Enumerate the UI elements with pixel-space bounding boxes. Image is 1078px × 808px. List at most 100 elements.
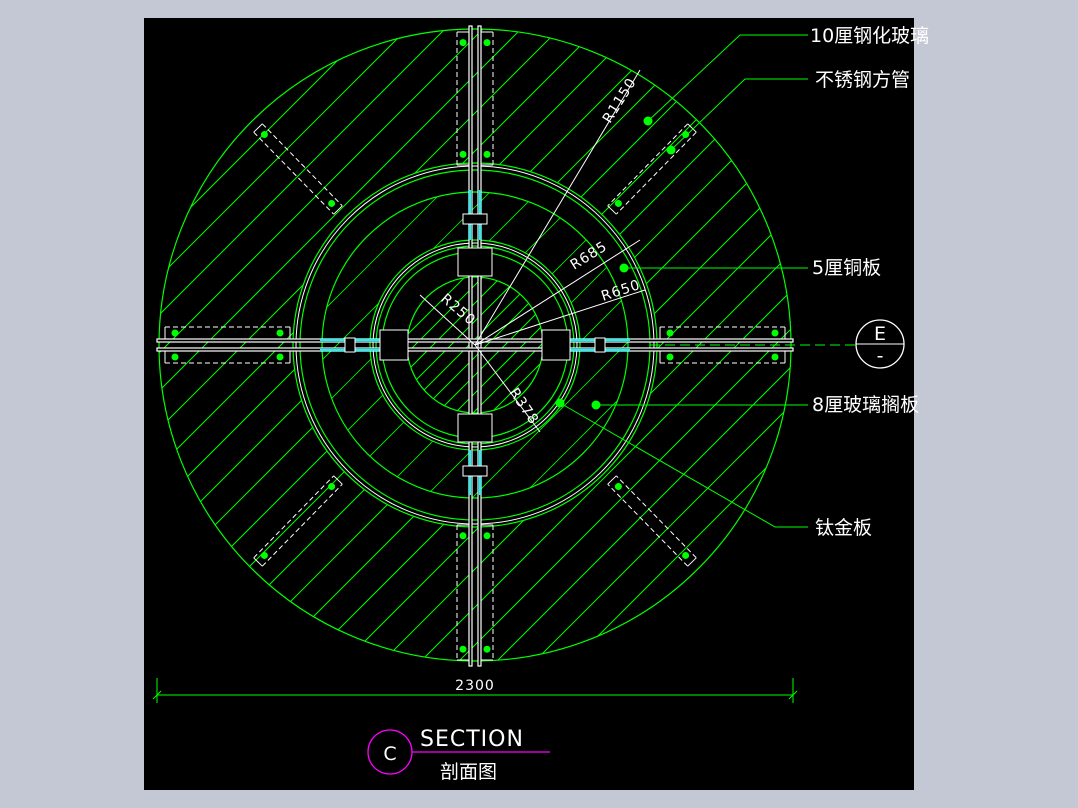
hatch-line (159, 29, 189, 661)
section-drawing: R1150 R685 R650 R250 R378 10厘钢化玻璃 不锈钢方管 … (152, 25, 929, 783)
fin-vertical-right (477, 25, 482, 667)
hatch-line (0, 20, 150, 670)
hatch-line (159, 29, 493, 661)
bolt (171, 329, 179, 337)
bar-cap (333, 475, 343, 485)
radius-lines (419, 69, 646, 433)
dot-glass-shelf (591, 400, 601, 410)
leader-titanium-plate (559, 402, 808, 528)
label-tempered-glass: 10厘钢化玻璃 (810, 25, 929, 47)
label-titanium-plate: 钛金板 (815, 517, 872, 539)
bar-cap (253, 123, 263, 133)
section-marker-letter: E (874, 323, 886, 345)
support-bars (164, 31, 786, 661)
hatch-line (407, 277, 491, 413)
hatch-line (487, 29, 791, 661)
hatch-line (407, 277, 509, 413)
bar-edge (607, 123, 689, 207)
hatch-line (159, 29, 227, 661)
hatch-line (363, 192, 628, 498)
hatch-line (159, 29, 455, 661)
bracket-right (594, 337, 606, 353)
bolt (171, 353, 179, 361)
bolt (666, 353, 674, 361)
hatch-line (159, 29, 531, 661)
title-block: C SECTION 剖面图 (367, 727, 550, 783)
hatch-line (465, 277, 543, 413)
ring-circle-5 (375, 245, 575, 445)
bar-cap (687, 123, 697, 133)
hatch-line (159, 29, 303, 661)
bracket-top (462, 213, 488, 225)
bracket-left (344, 337, 356, 353)
overall-dimension (152, 678, 798, 703)
bolt (483, 645, 491, 653)
clamp-top (457, 247, 493, 277)
hatch-line (407, 277, 473, 413)
bar-edge (253, 475, 335, 559)
bar-edge (261, 123, 343, 207)
hatch-line (322, 192, 359, 498)
section-marker[interactable]: E - (855, 319, 905, 369)
title-section: SECTION (420, 727, 524, 752)
clamp-blocks (344, 213, 606, 477)
dot-tempered-glass (643, 116, 653, 126)
bolt (459, 150, 467, 158)
clamp-left (379, 329, 409, 361)
hatch-line (411, 277, 543, 413)
hatch-line (159, 29, 569, 661)
leader-stainless-tube (670, 78, 808, 151)
fin-vertical-left (468, 25, 473, 667)
dot-stainless-tube (666, 145, 676, 155)
radius-r378: R378 (506, 385, 542, 427)
hatch-line (159, 29, 417, 661)
bracket-bottom (462, 465, 488, 477)
bolt (328, 199, 336, 207)
bar-cap (253, 557, 263, 567)
hatch-line (159, 29, 265, 661)
label-glass-shelf: 8厘玻璃搁板 (812, 394, 919, 416)
dim-tick-right (788, 690, 798, 700)
dot-titanium-plate (555, 398, 565, 408)
hatch-line (639, 29, 791, 661)
cad-viewport[interactable]: R1150 R685 R650 R250 R378 10厘钢化玻璃 不锈钢方管 … (144, 18, 929, 790)
hatch-line (447, 277, 543, 413)
hatch-line (429, 277, 543, 413)
leader-tempered-glass (647, 34, 808, 122)
bolt (771, 353, 779, 361)
bolt (483, 150, 491, 158)
hatch-line (407, 277, 527, 413)
bar-edge (615, 131, 697, 215)
hatch-line (159, 29, 379, 661)
bolt (682, 131, 690, 139)
clamp-right (541, 329, 571, 361)
dimension-2300: 2300 (455, 678, 495, 694)
ring-circle-4 (369, 239, 581, 451)
hatch-line (159, 29, 607, 661)
label-copper-plate: 5厘铜板 (812, 257, 881, 279)
bolt (276, 329, 284, 337)
bolt (276, 353, 284, 361)
bolt (459, 532, 467, 540)
bar-cap (687, 557, 697, 567)
white-ring-inner (372, 242, 578, 448)
bar-cap (607, 475, 617, 485)
leader-lines (559, 34, 808, 528)
bar-edge (615, 475, 697, 559)
bolt (459, 39, 467, 47)
bolt (682, 551, 690, 559)
hatch-line (459, 192, 628, 498)
hatch-line (322, 192, 455, 498)
label-stainless-tube: 不锈钢方管 (815, 69, 910, 91)
hatch-line (563, 29, 791, 661)
bolt (614, 483, 622, 491)
title-circle-letter: C (383, 743, 396, 765)
glass-fins (156, 25, 794, 667)
leader-dots (555, 116, 676, 410)
hatch-line (525, 29, 791, 661)
bolt (328, 483, 336, 491)
bolt (483, 532, 491, 540)
hatch-line (322, 192, 503, 498)
clamp-bottom (457, 413, 493, 443)
bolt (614, 199, 622, 207)
